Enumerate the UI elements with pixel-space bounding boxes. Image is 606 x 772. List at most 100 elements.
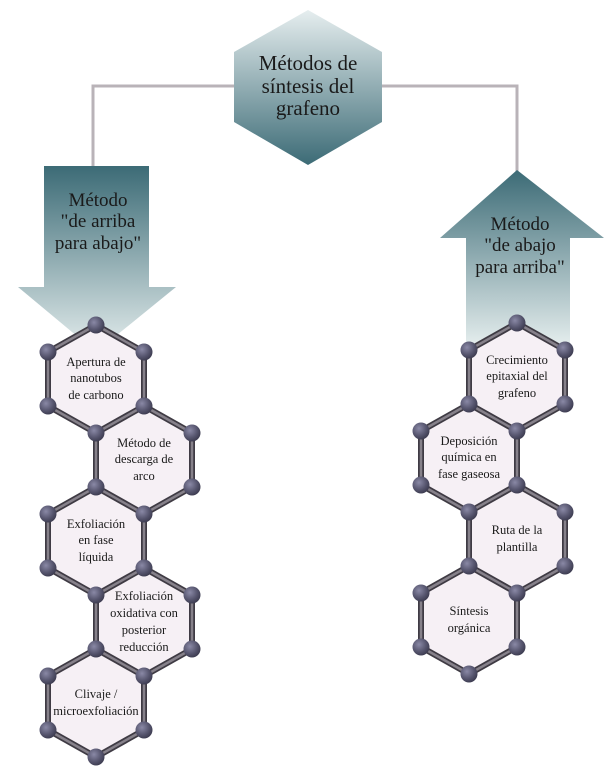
carbon-atom (87, 586, 105, 604)
bond-highlight (468, 402, 518, 433)
method-label-line: plantilla (496, 539, 538, 554)
carbon-atom (460, 341, 478, 359)
carbon-atom (412, 638, 430, 656)
connector-lines (91, 84, 519, 172)
method-label-line: grafeno (497, 386, 537, 401)
method-label-line: Exfoliación (114, 589, 174, 603)
method-label-line: Síntesis (449, 604, 489, 618)
method-label-line: Clivaje / (74, 687, 118, 701)
bond-highlight (47, 728, 97, 759)
method-label-line: de carbono (68, 388, 124, 403)
method-label-line: Exfoliación (66, 516, 126, 531)
carbon-atom (39, 505, 57, 523)
method-label-line: reducción (119, 639, 169, 654)
method-hexagon (48, 487, 144, 595)
bond-highlight (95, 647, 145, 678)
branch-label-line: "de arriba (60, 211, 136, 233)
method-label-line: orgánica (447, 620, 491, 635)
bond-highlight (468, 645, 518, 676)
carbon-atom (508, 638, 526, 656)
bond-highlight (516, 402, 566, 433)
bond-highlight (143, 404, 193, 435)
branch-label-line: para abajo" (54, 232, 142, 254)
bond-highlight (516, 483, 566, 514)
method-label: Exfoliación en fase líquida (48, 516, 144, 567)
method-label: Clivaje /microexfoliación (48, 686, 144, 720)
method-label-line: posterior (121, 622, 167, 637)
bond-highlight (468, 321, 518, 352)
branch-label-line: Método (490, 214, 550, 235)
method-label-line: Método de (117, 435, 171, 450)
carbon-atom (87, 478, 105, 496)
bond-highlight (47, 323, 97, 354)
arrow-down-top-down (18, 166, 176, 352)
branch-label-line: para arriba" (475, 256, 565, 278)
method-hexagon (96, 406, 192, 514)
bond-highlight (143, 566, 193, 597)
carbon-atom (135, 397, 153, 415)
connector-left (91, 84, 260, 168)
bond-highlight (516, 321, 566, 352)
carbon-atom (87, 424, 105, 442)
carbon-atom (183, 640, 201, 658)
method-hexagon (421, 404, 517, 512)
atom-layer (39, 314, 574, 766)
method-label-line: Deposición (440, 433, 498, 448)
method-label: Ruta de la plantilla (469, 522, 565, 556)
carbon-atom (87, 640, 105, 658)
carbon-atom (87, 748, 105, 766)
arrow-up-bottom-up (440, 170, 604, 345)
carbon-atom (556, 395, 574, 413)
bond-highlight (95, 404, 145, 435)
carbon-atom (460, 665, 478, 683)
branch-label-line: "de abajo (484, 235, 556, 257)
carbon-atom (135, 667, 153, 685)
method-label-line: Ruta de la (491, 523, 543, 537)
method-label-line: epitaxial del (486, 369, 548, 384)
method-label: Síntesis orgánica (421, 603, 517, 637)
connector-right (360, 84, 519, 172)
bond-highlight (143, 485, 193, 516)
bond-highlight (143, 647, 193, 678)
branch-label-line: Método (68, 190, 128, 211)
bond-highlight (47, 647, 97, 678)
method-label-line: fase gaseosa (437, 467, 501, 482)
bond-layer (45, 320, 568, 760)
method-label-line: líquida (78, 550, 114, 565)
carbon-atom (183, 424, 201, 442)
method-hexagon (469, 485, 565, 593)
method-hexagon (421, 566, 517, 674)
bond-highlight (420, 402, 470, 433)
carbon-atom (135, 721, 153, 739)
carbon-atom (183, 478, 201, 496)
method-label-line: oxidativa con (110, 605, 178, 620)
carbon-atom (508, 584, 526, 602)
method-label-line: en fase (78, 533, 114, 548)
title-hexagon (234, 10, 382, 165)
carbon-atom (508, 476, 526, 494)
carbon-atom (508, 314, 526, 332)
carbon-atom (508, 422, 526, 440)
bond-highlight (47, 404, 97, 435)
carbon-atom (135, 559, 153, 577)
bond-highlight (420, 645, 470, 676)
bond-highlight (468, 564, 518, 595)
title-line: síntesis del (261, 73, 355, 98)
bond-highlight (516, 564, 566, 595)
branch-label-top-down: Método "de arriba para abajo" (36, 190, 160, 254)
bond-highlight (47, 485, 97, 516)
title-label: Métodos de síntesis del grafeno (234, 52, 382, 120)
bond-highlight (95, 728, 145, 759)
carbon-atom (460, 395, 478, 413)
carbon-atom (556, 557, 574, 575)
carbon-atom (87, 316, 105, 334)
method-hexagon (469, 323, 565, 431)
carbon-atom (39, 397, 57, 415)
carbon-atom (556, 341, 574, 359)
bond-highlight (95, 485, 145, 516)
method-label-line: arco (133, 469, 155, 484)
carbon-atom (460, 557, 478, 575)
